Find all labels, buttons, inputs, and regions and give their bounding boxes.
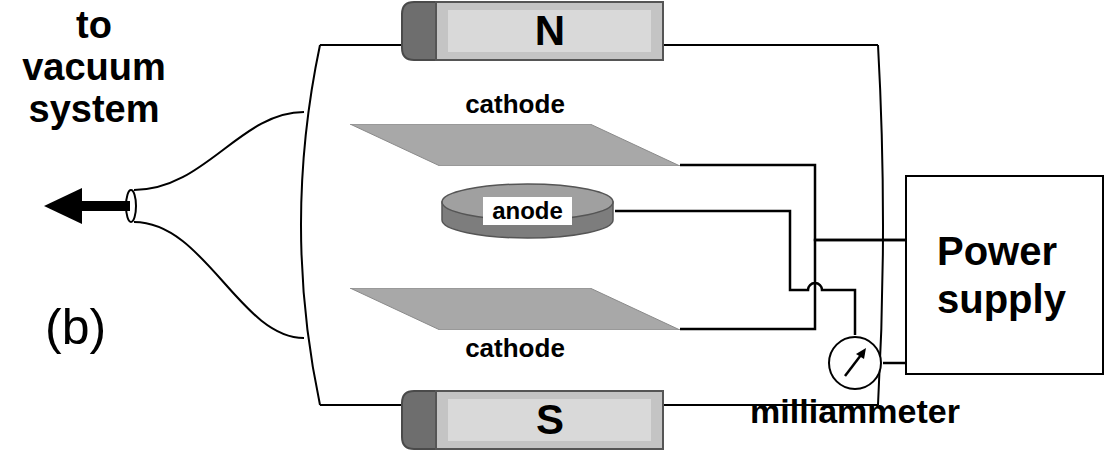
tube-left-end: [301, 45, 320, 405]
cathode-label: cathode: [465, 334, 565, 364]
meter-needle: [845, 355, 861, 376]
cathode-plate-shape: [350, 288, 680, 330]
magnet-shape: [400, 0, 665, 62]
panel-letter: (b): [45, 300, 106, 355]
power-supply-box: Power supply: [905, 175, 1104, 375]
magnet-block: S: [400, 389, 665, 451]
magnet-pole-letter: N: [535, 8, 565, 54]
tube-outline: [126, 45, 883, 405]
cathode-plate: [350, 124, 680, 166]
cathode-plate-node: cathode: [350, 90, 680, 166]
anode-disc: anode: [440, 180, 615, 242]
wire: [883, 362, 905, 365]
magnet-block: N: [400, 0, 665, 62]
magnet-body: [436, 2, 663, 60]
cathode-plate-node: cathode: [350, 288, 680, 364]
wire: [680, 240, 905, 329]
magnet-body: [436, 391, 663, 449]
funnel-bottom: [134, 222, 304, 338]
magnet-pole-letter: S: [536, 397, 564, 443]
cathode-label: cathode: [465, 90, 565, 120]
cathode-plate: [350, 288, 680, 330]
wire: [680, 165, 905, 240]
meter-dial-circle: [829, 337, 881, 389]
pump-arrow-head: [44, 188, 82, 224]
power-supply-label: Power supply: [937, 227, 1094, 323]
magnet-shape: [400, 389, 665, 451]
anode-label: anode: [483, 197, 572, 225]
pump-arrow-shaft: [76, 201, 130, 211]
meter-dial: [827, 335, 883, 391]
funnel-top: [134, 112, 304, 190]
meter-label: milliammeter: [750, 393, 960, 430]
cathode-plate-shape: [350, 124, 680, 166]
meter-needle-head: [856, 348, 866, 359]
pump-direction-label: to vacuum system: [8, 5, 180, 130]
milliammeter: milliammeter: [725, 335, 985, 430]
